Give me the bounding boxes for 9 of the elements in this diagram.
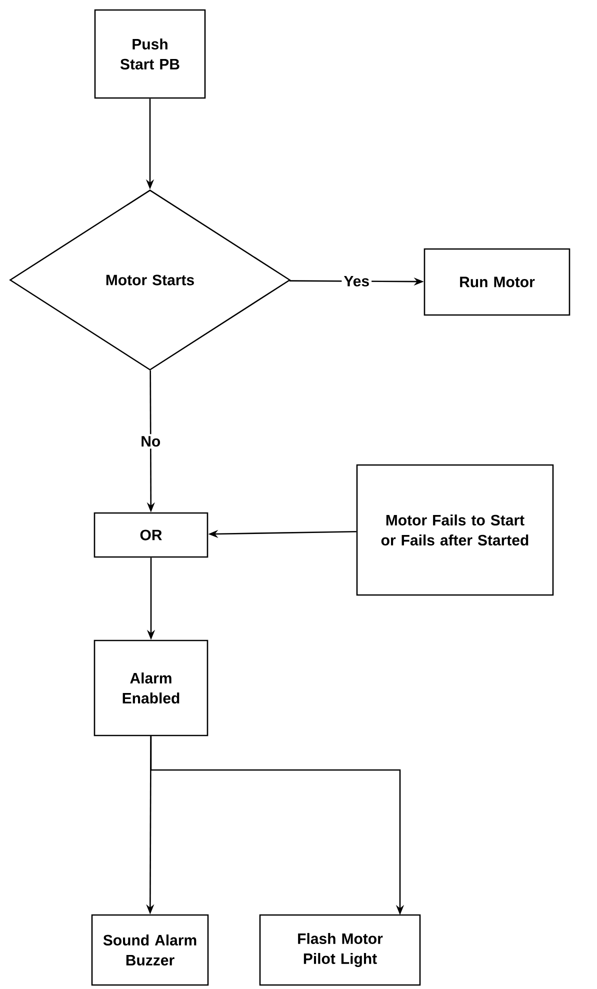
process-box: Run Motor	[424, 248, 570, 316]
process-box: Flash Motor Pilot Light	[259, 914, 421, 986]
edge-label: No	[138, 434, 163, 449]
process-box: OR	[94, 512, 208, 558]
process-box: Alarm Enabled	[94, 640, 208, 736]
edge-label: Yes	[342, 274, 372, 288]
process-box: Sound Alarm Buzzer	[91, 914, 209, 986]
process-box: Motor Fails to Start or Fails after Started	[356, 464, 554, 596]
process-box: Push Start PB	[94, 9, 206, 99]
